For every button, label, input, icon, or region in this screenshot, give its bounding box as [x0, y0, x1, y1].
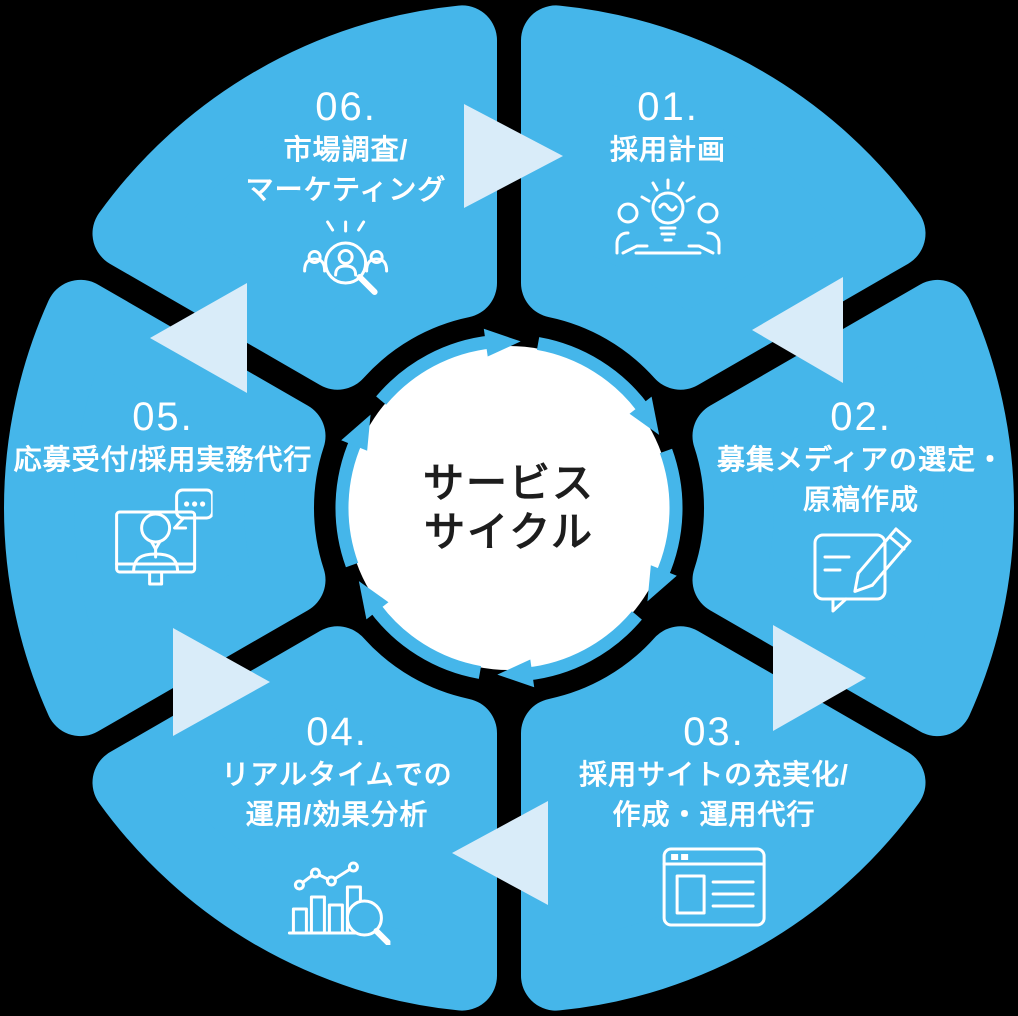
segment-01: 01. 採用計画: [610, 84, 726, 276]
segment-06-number: 06.: [315, 85, 377, 129]
writing-draft-icon: [813, 527, 912, 613]
segment-04-title-line1: リアルタイムでの: [221, 759, 453, 790]
segment-02-number: 02.: [830, 395, 892, 439]
segment-05-number: 05.: [132, 395, 194, 439]
center-circle: [347, 346, 671, 670]
segment-05-wedge: [4, 279, 326, 737]
segment-03-title-line2: 作成・運用代行: [612, 799, 816, 830]
segment-02-wedge: [692, 279, 1014, 737]
website-icon: [662, 847, 766, 927]
segment-02: 02. 募集メディアの選定・ 原稿作成: [717, 394, 1005, 624]
segment-03: 03. 採用サイトの充実化/ 作成・運用代行: [579, 709, 849, 929]
analytics-icon: [287, 861, 390, 945]
arrow-02-to-03: [773, 625, 866, 731]
segment-02-title-line1: 募集メディアの選定・: [716, 444, 1006, 475]
idea-meeting-icon: [615, 178, 721, 255]
segment-05-title: 応募受付/採用実務代行: [13, 444, 313, 475]
segment-06-wedge: [92, 5, 497, 390]
segment-04-number: 04.: [306, 710, 368, 754]
arrow-04-to-05: [173, 628, 270, 736]
segment-04-title-line2: 運用/効果分析: [245, 799, 429, 830]
center-title-line1: サービス: [423, 460, 595, 506]
segment-02-title-line2: 原稿作成: [802, 484, 920, 515]
segment-04-wedge: [92, 626, 497, 1011]
segment-01-number: 01.: [637, 85, 699, 129]
segment-01-title: 採用計画: [609, 134, 727, 165]
center-title: サービス サイクル: [423, 459, 595, 557]
segment-05: 05. 応募受付/採用実務代行: [14, 394, 313, 596]
arrow-06-to-01: [464, 104, 563, 208]
center-title-line2: サイクル: [424, 509, 594, 555]
online-support-icon: [115, 488, 213, 586]
segment-01-wedge: [521, 5, 926, 390]
segment-03-title-line1: 採用サイトの充実化/: [579, 759, 849, 790]
market-research-icon: [303, 220, 389, 295]
segment-04: 04. リアルタイムでの 運用/効果分析: [221, 709, 452, 945]
arrow-05-to-06: [150, 283, 247, 393]
arrow-03-to-04: [452, 801, 548, 905]
segment-06-title-line2: マーケティング: [245, 174, 447, 205]
segment-03-number: 03.: [683, 710, 745, 754]
segment-06-title-line1: 市場調査/: [283, 134, 409, 165]
segment-06: 06. 市場調査/ マーケティング: [246, 84, 447, 310]
arrow-01-to-02: [752, 277, 843, 383]
segment-03-wedge: [521, 626, 926, 1011]
cycle-arc-arrows: [335, 328, 683, 688]
cycle-center-emblem: [335, 328, 683, 688]
